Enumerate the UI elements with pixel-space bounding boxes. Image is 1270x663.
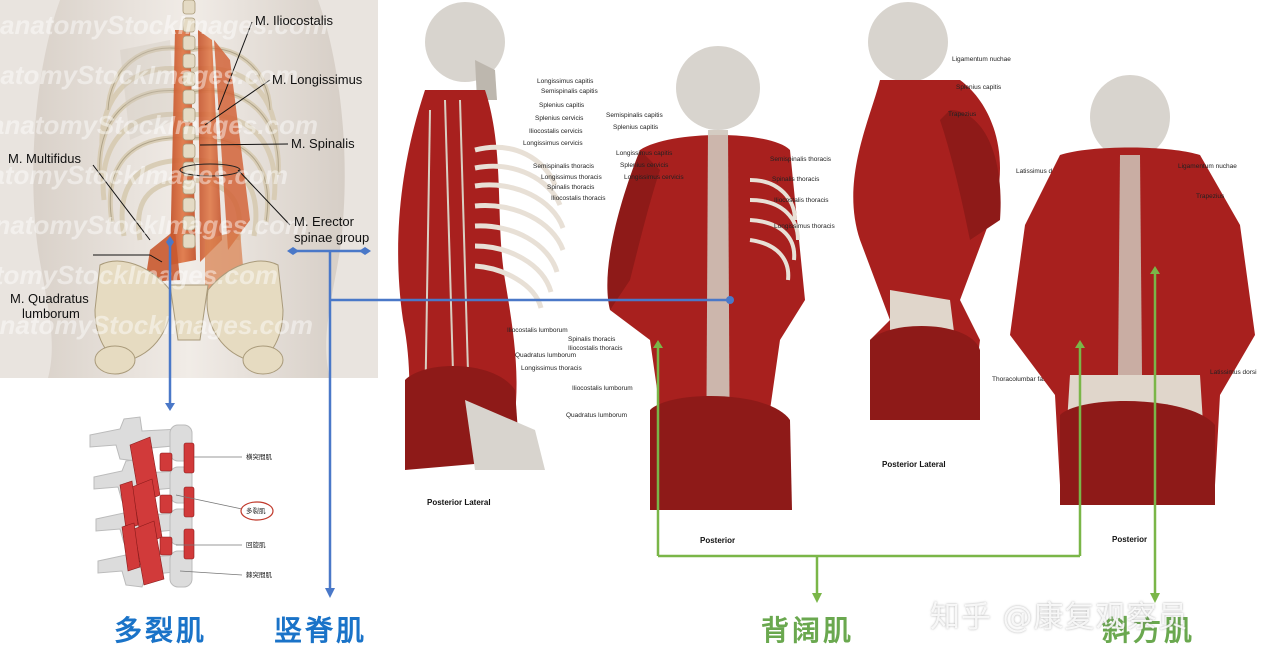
muscle-figure-4 bbox=[853, 2, 1001, 420]
p2-label: Longissimus thoracis bbox=[521, 365, 582, 372]
label-trapezius-cn: 斜方肌 bbox=[1102, 614, 1196, 647]
p3-label: Semispinalis capitis bbox=[606, 112, 663, 119]
inset-label-intertransversarii: 横突間肌 bbox=[246, 453, 272, 461]
stock-watermark: anatomyStockImages.com bbox=[0, 10, 329, 40]
panel-posterior-lateral-deep: Longissimus capitis Semispinalis capitis… bbox=[385, 0, 615, 515]
p3-label: Iliocostalis thoracis bbox=[568, 345, 623, 352]
p3-label: Longissimus thoracis bbox=[774, 223, 835, 230]
p3-caption: Posterior bbox=[700, 536, 736, 545]
p2-label: Semispinalis capitis bbox=[541, 88, 598, 95]
panel-posterior-superficial: Ligamentum nuchae Trapezius Latissimus d… bbox=[1000, 75, 1270, 555]
label-spinalis: M. Spinalis bbox=[291, 136, 355, 151]
p2-caption: Posterior Lateral bbox=[427, 498, 491, 507]
inset-label-multifidus: 多裂肌 bbox=[246, 507, 266, 515]
panel-posterior-lateral-superficial: Ligamentum nuchae Splenius capitis Trape… bbox=[830, 0, 1063, 480]
p3-label: Splenius cervicis bbox=[620, 162, 669, 169]
p2-label: Splenius cervicis bbox=[535, 115, 584, 122]
p4-label: Latissimus dorsi bbox=[1016, 168, 1063, 175]
stock-watermark: anatomyStockImages.com bbox=[0, 160, 289, 190]
panel-erector-spinae-figure: anatomyStockImages.com anatomyStockImage… bbox=[0, 0, 378, 378]
label-quadratus-line1: M. Quadratus bbox=[10, 291, 89, 306]
panel-multifidus-detail: 横突間肌 多裂肌 回旋肌 棘突間肌 bbox=[80, 415, 310, 595]
stock-watermark: anatomyStockImages.com bbox=[0, 110, 319, 140]
muscle-figure-3 bbox=[607, 46, 805, 510]
inset-label-interspinales: 棘突間肌 bbox=[246, 571, 272, 579]
label-erector-line1: M. Erector bbox=[294, 214, 354, 229]
p2-label: Quadratus lumborum bbox=[515, 352, 577, 359]
p5-label: Ligamentum nuchae bbox=[1178, 163, 1237, 170]
p2-label: Iliocostalis thoracis bbox=[551, 195, 606, 202]
stock-watermark: anatomyStockImages.com bbox=[0, 60, 299, 90]
p5-label: Trapezius bbox=[1196, 193, 1225, 200]
p3-label: Semispinalis thoracis bbox=[770, 156, 832, 163]
label-iliocostalis: M. Iliocostalis bbox=[255, 13, 334, 28]
p2-label: Iliocostalis lumborum bbox=[507, 327, 568, 334]
p4-label: Ligamentum nuchae bbox=[952, 56, 1011, 63]
muscle-figure-5 bbox=[1010, 75, 1255, 505]
stock-watermark: anatomyStockImages.com bbox=[0, 210, 309, 240]
p2-label: Spinalis thoracis bbox=[547, 184, 595, 191]
p2-label: Semispinalis thoracis bbox=[533, 163, 595, 170]
stock-watermark: anatomyStockImages.com bbox=[0, 310, 314, 340]
torso-illustration bbox=[33, 0, 345, 378]
inset-label-rotatores: 回旋肌 bbox=[246, 541, 266, 549]
stock-watermark: anatomyStockImages.com bbox=[0, 260, 279, 290]
label-longissimus: M. Longissimus bbox=[272, 72, 363, 87]
p2-label: Longissimus capitis bbox=[537, 78, 594, 85]
p4-caption: Posterior Lateral bbox=[882, 460, 946, 469]
p2-label: Longissimus cervicis bbox=[523, 140, 583, 147]
p3-label: Iliocostalis thoracis bbox=[774, 197, 829, 204]
label-multifidus-cn: 多裂肌 bbox=[114, 614, 208, 647]
label-quadratus-line2: lumborum bbox=[22, 306, 80, 321]
p3-label: Iliocostalis lumborum bbox=[572, 385, 633, 392]
p5-label: Latissimus dorsi bbox=[1210, 369, 1257, 376]
p3-label: Quadratus lumborum bbox=[566, 412, 628, 419]
p3-label: Longissimus capitis bbox=[616, 150, 673, 157]
p3-label: Spinalis thoracis bbox=[568, 336, 616, 343]
label-multifidus: M. Multifidus bbox=[8, 151, 81, 166]
p3-label: Longissimus cervicis bbox=[624, 174, 684, 181]
p4-label: Splenius capitis bbox=[956, 84, 1002, 91]
p3-label: Spinalis thoracis bbox=[772, 176, 820, 183]
panel-posterior-deep: Semispinalis capitis Splenius capitis Lo… bbox=[566, 40, 835, 550]
vertebrae-illustration bbox=[89, 416, 274, 588]
p3-label: Splenius capitis bbox=[613, 124, 659, 131]
p4-label: Trapezius bbox=[948, 111, 977, 118]
p2-label: Iliocostalis cervicis bbox=[529, 128, 583, 135]
label-erector-line2: spinae group bbox=[294, 230, 370, 245]
credit-watermark: 知乎 @康复观察员 bbox=[930, 600, 1189, 635]
p2-label: Splenius capitis bbox=[539, 102, 585, 109]
p5-caption: Posterior bbox=[1112, 535, 1148, 544]
label-latissimus-cn: 背阔肌 bbox=[761, 614, 855, 647]
label-erector-cn: 竖脊肌 bbox=[274, 614, 368, 647]
p2-label: Longissimus thoracis bbox=[541, 174, 602, 181]
p4-label: Thoracolumbar fascia bbox=[992, 376, 1055, 383]
